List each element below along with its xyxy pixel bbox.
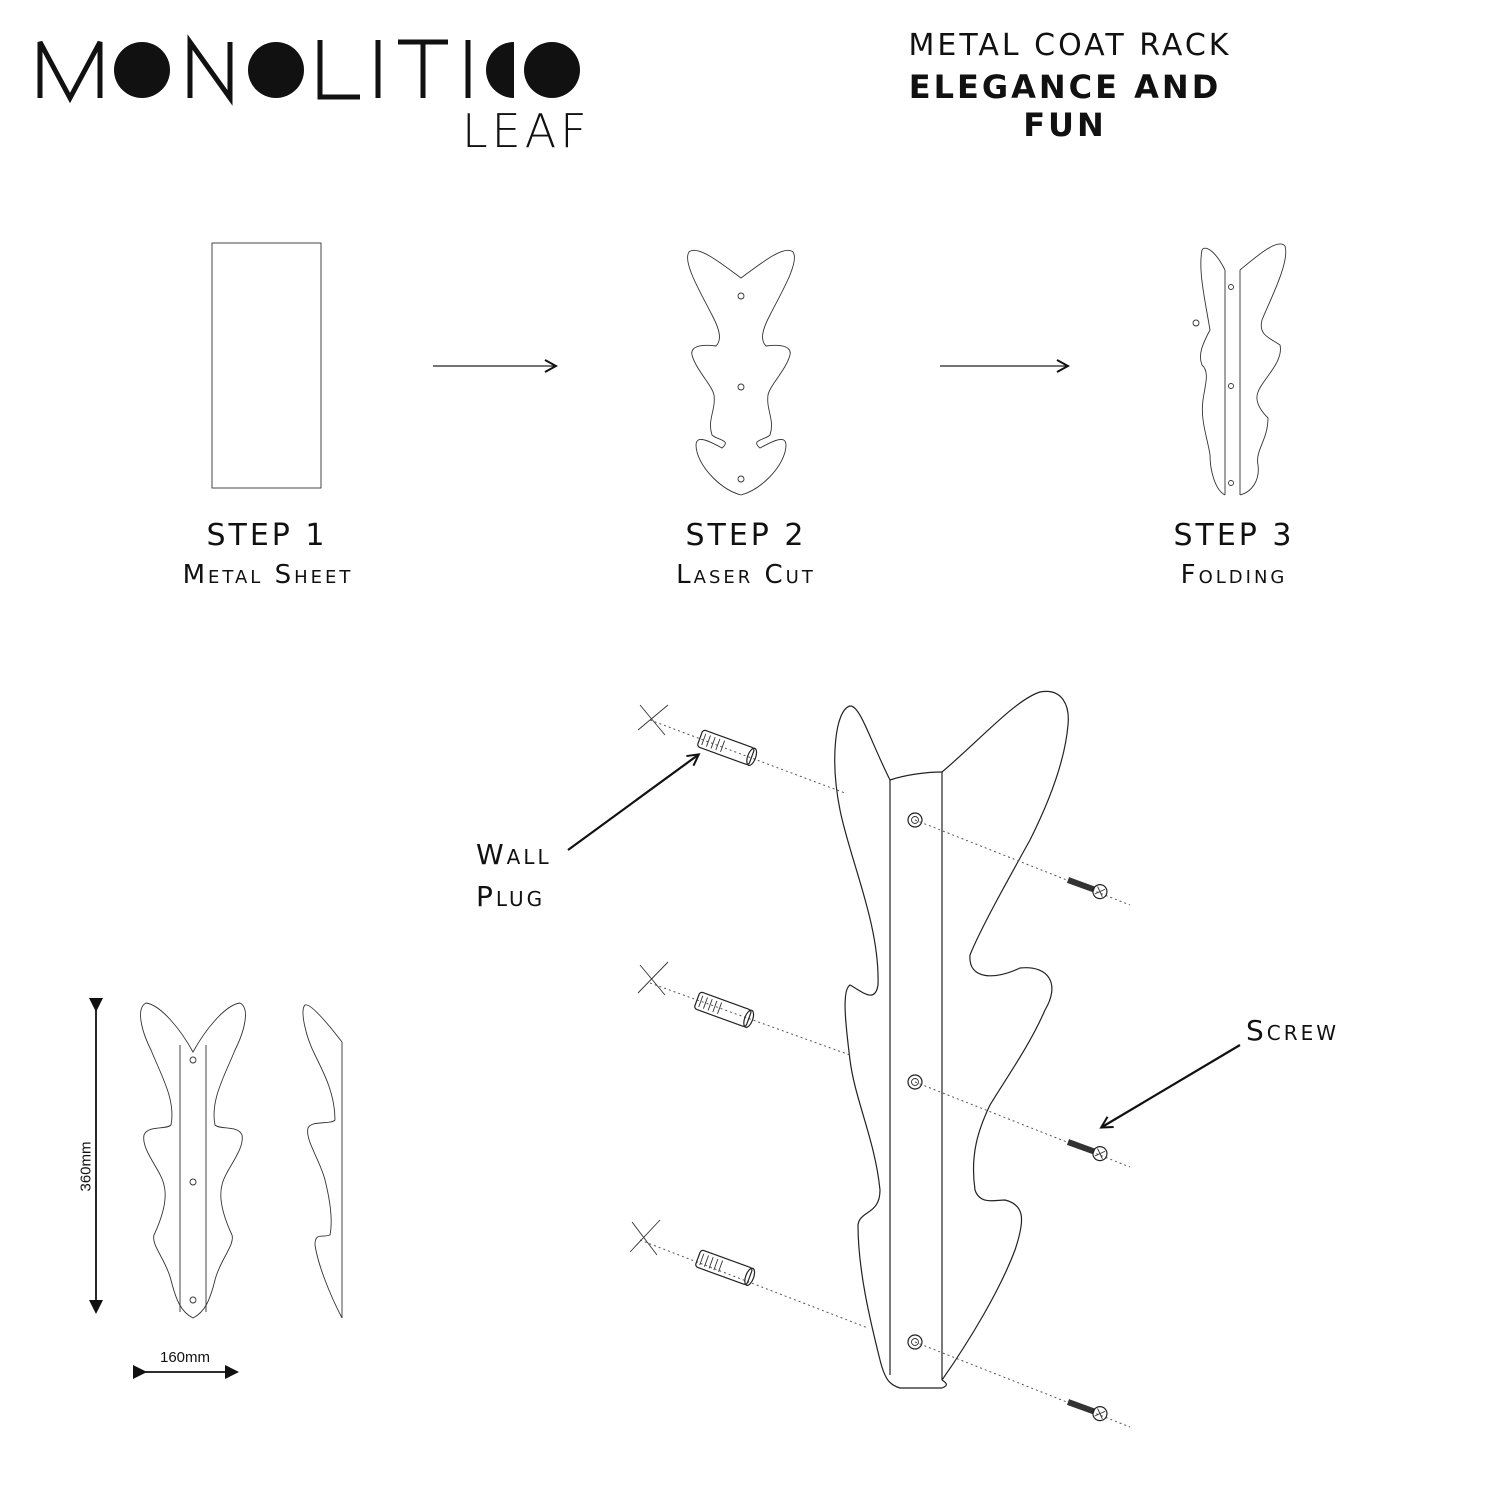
height-dimension-label: 360mm bbox=[77, 1141, 95, 1192]
product-model: LEAF bbox=[462, 104, 591, 158]
brand-logo bbox=[37, 34, 580, 106]
product-category: METAL COAT RACK bbox=[908, 28, 1232, 63]
dimension-side-view bbox=[302, 1004, 343, 1319]
step-3-name: Folding bbox=[1180, 560, 1288, 590]
step-2-number: STEP 2 bbox=[685, 518, 807, 553]
step-3-number: STEP 3 bbox=[1173, 518, 1295, 553]
wall-plug-label: Wall Plug bbox=[476, 834, 552, 918]
folded-illustration bbox=[1192, 243, 1287, 496]
wall-plug-label-line2: Plug bbox=[476, 880, 546, 913]
laser-cut-illustration bbox=[687, 249, 795, 496]
wall-plug-pointer bbox=[567, 755, 698, 851]
step-1-number: STEP 1 bbox=[206, 518, 328, 553]
step-2-name: Laser Cut bbox=[676, 560, 816, 590]
alignment-lines bbox=[639, 719, 1131, 1428]
screws bbox=[1066, 877, 1108, 1422]
dimension-front-view bbox=[140, 1002, 246, 1319]
coat-rack-leaf-assembly bbox=[834, 690, 1069, 1389]
metal-sheet-illustration bbox=[211, 242, 322, 489]
width-dimension-label: 160mm bbox=[160, 1349, 211, 1366]
wall-plugs bbox=[694, 729, 758, 1286]
wall-marks bbox=[629, 704, 669, 1256]
screw-pointer bbox=[1102, 1044, 1241, 1127]
step-1-name: Metal Sheet bbox=[182, 560, 354, 590]
screw-label: Screw bbox=[1246, 1014, 1340, 1047]
wall-plug-label-line1: Wall bbox=[476, 838, 552, 871]
product-tagline: ELEGANCE AND FUN bbox=[908, 68, 1222, 144]
